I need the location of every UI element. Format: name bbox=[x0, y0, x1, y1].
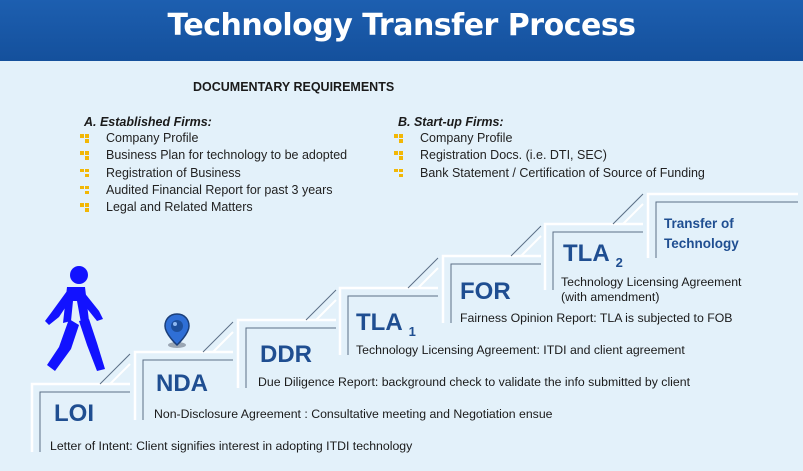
established-firms-heading: A. Established Firms: bbox=[84, 115, 212, 129]
square-bullet-icon bbox=[80, 151, 89, 160]
established-firms-item: Company Profile bbox=[78, 130, 347, 147]
stair-step-tla1 bbox=[338, 257, 439, 355]
walking-person-icon bbox=[45, 266, 105, 371]
location-pin-icon bbox=[164, 313, 190, 348]
step-tla2-subscript: 2 bbox=[615, 255, 623, 270]
startup-firms-item: Bank Statement / Certification of Source… bbox=[392, 165, 705, 182]
header-bar: Technology Transfer Process bbox=[0, 0, 803, 61]
step-for-description: Fairness Opinion Report: TLA is subjecte… bbox=[460, 311, 733, 325]
stair-step-for bbox=[441, 225, 542, 323]
square-bullet-icon bbox=[394, 134, 403, 143]
step-nda-abbr: NDA bbox=[156, 370, 208, 397]
page-title: Technology Transfer Process bbox=[167, 8, 636, 43]
established-firms-item: Registration of Business bbox=[78, 165, 347, 182]
established-firms-item-label: Company Profile bbox=[106, 131, 199, 145]
step-loi-abbr: LOI bbox=[54, 400, 94, 427]
step-tla2-description-line2: (with amendment) bbox=[561, 289, 660, 304]
established-firms-item: Audited Financial Report for past 3 year… bbox=[78, 182, 347, 199]
startup-firms-heading: B. Start-up Firms: bbox=[398, 115, 504, 129]
established-firms-item-label: Business Plan for technology to be adopt… bbox=[106, 148, 348, 163]
final-step-line2: Technology bbox=[664, 236, 739, 251]
startup-firms-item-label: Bank Statement / Certification of Source… bbox=[420, 165, 705, 180]
step-ddr-description: Due Diligence Report: background check t… bbox=[258, 375, 691, 389]
step-nda-description: Non-Disclosure Agreement : Consultative … bbox=[154, 407, 553, 421]
square-bullet-icon bbox=[394, 151, 403, 160]
startup-firms-item: Company Profile bbox=[392, 130, 705, 147]
step-tla1-description: Technology Licensing Agreement: ITDI and… bbox=[356, 343, 685, 357]
stair-step-ddr bbox=[236, 289, 337, 388]
step-for-abbr: FOR bbox=[460, 278, 511, 305]
stair-step-loi bbox=[30, 353, 131, 452]
step-ddr-abbr: DDR bbox=[260, 341, 312, 368]
established-firms-item-label: Audited Financial Report for past 3 year… bbox=[106, 182, 333, 197]
square-bullet-icon bbox=[80, 134, 89, 143]
documentary-requirements-heading: DOCUMENTARY REQUIREMENTS bbox=[193, 80, 395, 94]
established-firms-item-label: Legal and Related Matters bbox=[106, 200, 253, 215]
square-bullet-icon bbox=[80, 185, 89, 195]
stair-step-tla2 bbox=[543, 193, 644, 290]
final-step-label: Transfer of Technology bbox=[664, 214, 739, 254]
established-firms-item: Business Plan for technology to be adopt… bbox=[78, 147, 347, 164]
established-firms-item: Legal and Related Matters bbox=[78, 199, 347, 216]
established-firms-item-label: Registration of Business bbox=[106, 165, 241, 180]
square-bullet-icon bbox=[394, 168, 403, 178]
step-tla1-subscript: 1 bbox=[408, 324, 416, 339]
square-bullet-icon bbox=[80, 203, 89, 212]
step-tla2-description: Technology Licensing Agreement (with ame… bbox=[561, 275, 741, 304]
startup-firms-item-label: Company Profile bbox=[420, 131, 513, 145]
final-step-line1: Transfer of bbox=[664, 216, 734, 231]
startup-firms-item: Registration Docs. (i.e. DTI, SEC) bbox=[392, 147, 705, 164]
step-tla2-description-line1: Technology Licensing Agreement bbox=[561, 275, 742, 289]
stair-step-nda bbox=[133, 321, 234, 420]
stair-step-transfer bbox=[646, 192, 798, 258]
startup-firms-item-label: Registration Docs. (i.e. DTI, SEC) bbox=[420, 148, 607, 163]
step-loi-description: Letter of Intent: Client signifies inter… bbox=[50, 439, 413, 453]
square-bullet-icon bbox=[80, 168, 89, 178]
